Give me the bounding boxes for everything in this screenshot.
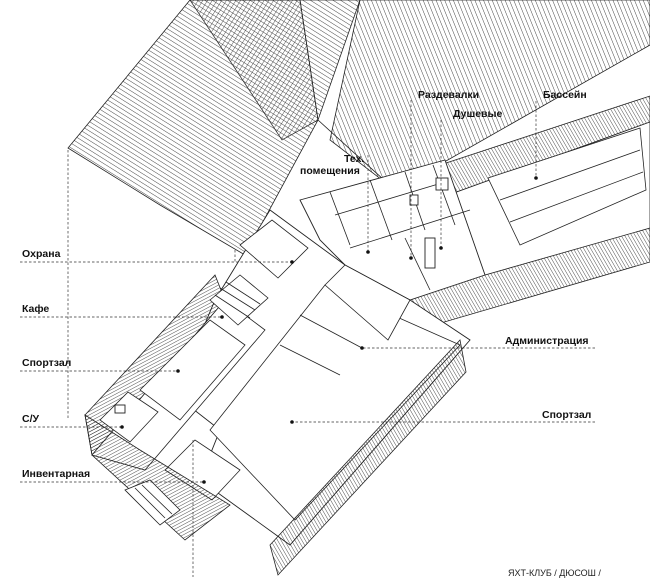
admin-room [324, 264, 411, 341]
label-administratsiya: Администрация [505, 335, 589, 347]
front-facades [84, 339, 467, 576]
label-sportzal-right: Спортзал [542, 409, 591, 421]
security-room [239, 219, 309, 279]
projection-guides [67, 150, 236, 577]
roof-structure [67, 0, 650, 256]
label-ohrana: Охрана [22, 248, 61, 260]
leaders-right [290, 100, 595, 424]
label-kafe: Кафе [22, 303, 49, 315]
label-inventarnaya: Инвентарная [22, 468, 90, 480]
label-teh-line2: помещения [300, 165, 360, 177]
label-dushevye: Душевые [453, 108, 502, 120]
room-labels: Охрана Кафе Спортзал С/У Инвентарная Тех… [22, 89, 591, 480]
central-block [299, 159, 486, 301]
leaders-left [20, 260, 294, 484]
label-su: С/У [22, 413, 40, 425]
hall-facade-right [269, 339, 467, 576]
entrance-facade [84, 414, 231, 541]
left-sport-hall [139, 319, 246, 421]
label-razdevalki: Раздевалки [418, 89, 479, 101]
label-teh-line1: Тех. [344, 153, 364, 165]
label-sportzal-left: Спортзал [22, 357, 71, 369]
roof-plane-right [329, 0, 650, 191]
label-bassein: Бассейн [543, 89, 587, 101]
wc-room [99, 391, 159, 443]
footer-caption: ЯХТ-КЛУБ / ДЮСОШ / [508, 568, 601, 578]
